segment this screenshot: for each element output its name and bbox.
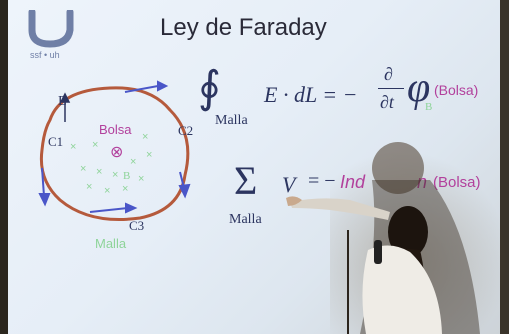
partial-top: ∂ xyxy=(384,64,393,84)
curve-c3-label: C3 xyxy=(129,218,145,233)
field-arrow xyxy=(89,207,129,213)
bag-label: Bolsa xyxy=(99,122,132,137)
loop-label: Malla xyxy=(95,236,127,251)
field-label: E xyxy=(58,94,67,109)
presenter-shadow-head xyxy=(372,142,424,194)
svg-text:×: × xyxy=(142,131,148,143)
svg-text:×: × xyxy=(104,185,110,197)
svg-text:×: × xyxy=(70,141,76,153)
presenter-coat xyxy=(362,245,442,334)
field-into-page-symbol: ⊗ xyxy=(110,142,124,161)
screen-left-edge xyxy=(0,0,10,334)
svg-text:×: × xyxy=(146,149,152,161)
equation2-text-a: Ind xyxy=(340,172,366,192)
equation1-lhs: E · dL = − xyxy=(264,82,358,107)
svg-text:×: × xyxy=(130,156,136,168)
field-arrow xyxy=(124,85,159,93)
field-arrow xyxy=(41,167,45,197)
svg-text:×: × xyxy=(112,169,118,181)
logo-text: ssf • uh xyxy=(30,50,60,60)
svg-text:×: × xyxy=(122,183,128,195)
sum-symbol: Σ xyxy=(234,158,258,203)
equation2-equals: = − xyxy=(308,170,336,192)
flux-phi: φ xyxy=(407,65,431,111)
svg-text:×: × xyxy=(86,181,92,193)
curve-c2-label: C2 xyxy=(178,123,194,138)
flux-subscript: B xyxy=(425,101,433,113)
slide-title: Ley de Faraday xyxy=(160,14,327,41)
curve-c1-label: C1 xyxy=(48,134,64,149)
equation1-note: (Bolsa) xyxy=(434,82,479,98)
sum-subscript: Malla xyxy=(229,212,262,227)
microphone xyxy=(374,240,382,264)
svg-text:×: × xyxy=(138,173,144,185)
svg-text:×: × xyxy=(96,166,102,178)
presenter-figure xyxy=(286,142,480,334)
fraction-bar xyxy=(378,88,404,89)
contour-integral-symbol: ∮ xyxy=(198,62,221,113)
svg-text:×: × xyxy=(80,163,86,175)
presenter-hand xyxy=(286,196,302,206)
presenter-hair xyxy=(388,206,428,258)
svg-text:×: × xyxy=(92,139,98,151)
integral-subscript: Malla xyxy=(215,113,248,128)
partial-bottom: ∂t xyxy=(380,92,394,112)
equation2-note: (Bolsa) xyxy=(433,174,481,191)
loop-curve xyxy=(39,86,190,222)
screen-right-edge xyxy=(500,0,509,334)
b-field-label: B xyxy=(123,170,131,182)
equation2-text-b: n xyxy=(417,172,428,192)
equation2-lhs: V xyxy=(282,172,296,197)
presenter-arm xyxy=(290,198,390,220)
university-logo-icon xyxy=(28,10,74,48)
faraday-diagram: ××× ××× ××× ××× xyxy=(38,80,191,222)
